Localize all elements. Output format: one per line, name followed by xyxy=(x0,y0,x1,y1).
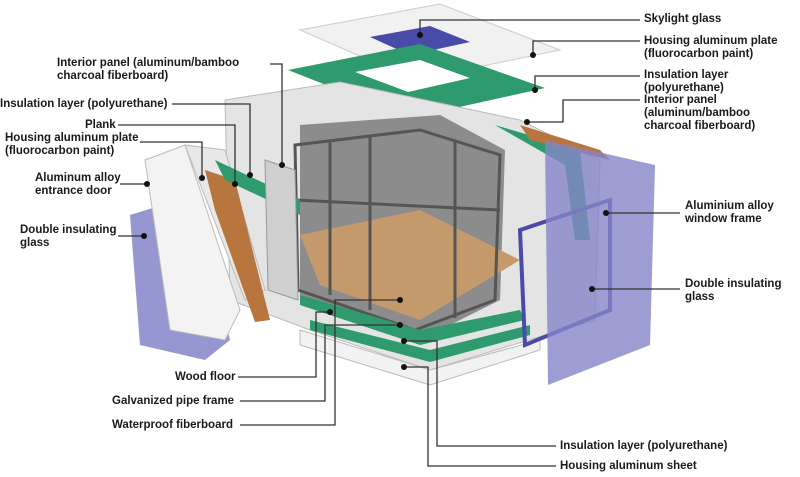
label-entrance-door: Aluminum alloy entrance door xyxy=(35,172,121,197)
label-left-insulation: Insulation layer (polyurethane) xyxy=(0,98,168,110)
label-window-frame: Aluminium alloy window frame xyxy=(685,200,774,225)
label-right-interior-panel: Interior panel (aluminum/bamboo charcoal… xyxy=(644,94,756,132)
label-pipe-frame: Galvanized pipe frame xyxy=(112,395,235,407)
roof-insulation-hole xyxy=(355,60,470,92)
label-plank: Plank xyxy=(85,119,116,131)
label-skylight-glass: Skylight glass xyxy=(644,13,722,25)
right-double-glass xyxy=(545,140,655,385)
label-waterproof-board: Waterproof fiberboard xyxy=(112,419,233,431)
leader-lines xyxy=(118,19,680,467)
label-right-double-glass: Double insulating glass xyxy=(685,278,782,303)
housing-aluminum-sheet xyxy=(299,329,541,386)
skylight-glass xyxy=(370,26,470,55)
label-roof-housing-plate: Housing aluminum plate (fluorocarbon pai… xyxy=(644,35,778,60)
label-left-double-glass: Double insulating glass xyxy=(20,224,117,249)
label-roof-insulation: Insulation layer (polyurethane) xyxy=(644,69,729,94)
wood-floor xyxy=(300,210,520,320)
waterproof-fiberboard xyxy=(300,295,525,345)
label-housing-sheet: Housing aluminum sheet xyxy=(560,460,697,472)
bottom-insulation xyxy=(310,320,530,362)
label-left-housing-plate: Housing aluminum plate (fluorocarbon pai… xyxy=(5,132,139,157)
label-left-interior-panel: Interior panel (aluminum/bamboo charcoal… xyxy=(57,57,240,82)
left-plank xyxy=(205,170,270,322)
label-bottom-insulation: Insulation layer (polyurethane) xyxy=(560,440,728,452)
entrance-door xyxy=(144,144,241,341)
label-wood-floor: Wood floor xyxy=(175,371,236,383)
left-interior-panel xyxy=(264,159,299,301)
leader-dots xyxy=(141,32,609,370)
